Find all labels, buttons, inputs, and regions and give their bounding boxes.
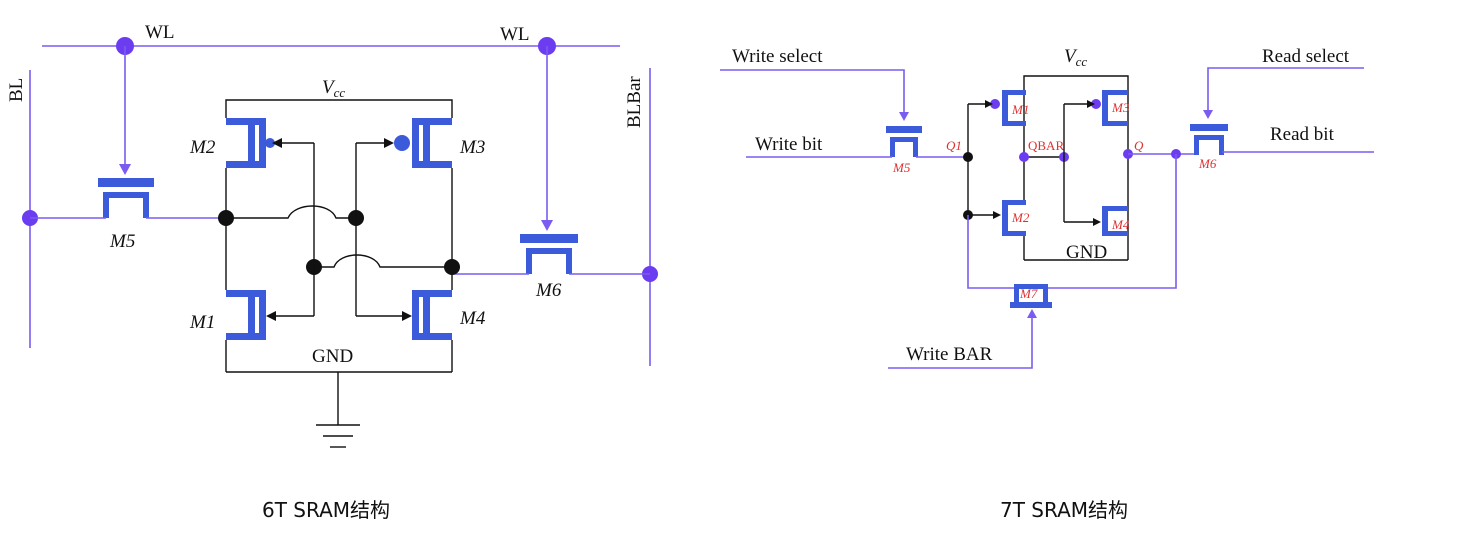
m5-7t-label: M5 xyxy=(892,160,911,175)
gnd-label-right: GND xyxy=(1066,242,1107,263)
m6-7t-label: M6 xyxy=(1198,156,1217,171)
write-bar-label: Write BAR xyxy=(906,344,993,365)
transistor-m4-7t xyxy=(1102,206,1128,236)
write-bit-label: Write bit xyxy=(755,134,823,155)
transistor-m5 xyxy=(98,178,154,218)
m3-7t-label: M3 xyxy=(1111,100,1130,115)
seven-t-sram-circuit: Write select M5 Write bit Q1 Vcc M1 xyxy=(720,46,1374,369)
wl-label-left: WL xyxy=(145,22,175,43)
wl-label-right: WL xyxy=(500,24,530,45)
write-select-label: Write select xyxy=(732,46,823,67)
m5-label: M5 xyxy=(109,231,135,252)
transistor-m2 xyxy=(226,118,275,168)
m1-label: M1 xyxy=(189,312,215,333)
gnd-label-left: GND xyxy=(312,346,353,367)
m1-7t-label: M1 xyxy=(1011,102,1029,117)
m3-label: M3 xyxy=(459,137,485,158)
transistor-m2-7t xyxy=(1002,200,1026,236)
transistor-m3 xyxy=(394,118,452,168)
transistor-m1-7t xyxy=(990,90,1026,126)
blbar-label: BLBar xyxy=(624,76,645,128)
transistor-m1 xyxy=(226,290,266,340)
transistor-m5-7t xyxy=(886,126,922,157)
six-t-sram-circuit: WL WL BL BLBar M5 xyxy=(6,22,658,448)
m7-7t-label: M7 xyxy=(1019,286,1038,301)
transistor-m3-7t xyxy=(1091,90,1128,126)
m2-label: M2 xyxy=(189,137,216,158)
read-select-label: Read select xyxy=(1262,46,1350,67)
m4-7t-label: M4 xyxy=(1111,217,1130,232)
m4-label: M4 xyxy=(459,308,486,329)
caption-6t: 6T SRAM结构 xyxy=(261,498,391,522)
caption-7t: 7T SRAM结构 xyxy=(999,498,1129,522)
vcc-label-left: Vcc xyxy=(322,77,345,100)
transistor-m7-7t xyxy=(1010,284,1052,308)
q1-label: Q1 xyxy=(946,138,962,153)
read-bit-label: Read bit xyxy=(1270,124,1335,145)
vcc-label-right: Vcc xyxy=(1064,46,1087,69)
m2-7t-label: M2 xyxy=(1011,210,1030,225)
bl-label: BL xyxy=(6,78,27,102)
transistor-m4 xyxy=(412,290,452,340)
q-label: Q xyxy=(1134,138,1144,153)
transistor-m6 xyxy=(520,234,578,274)
m6-label: M6 xyxy=(535,280,562,301)
qbar-label: QBAR xyxy=(1028,138,1064,153)
transistor-m6-7t xyxy=(1190,124,1228,155)
